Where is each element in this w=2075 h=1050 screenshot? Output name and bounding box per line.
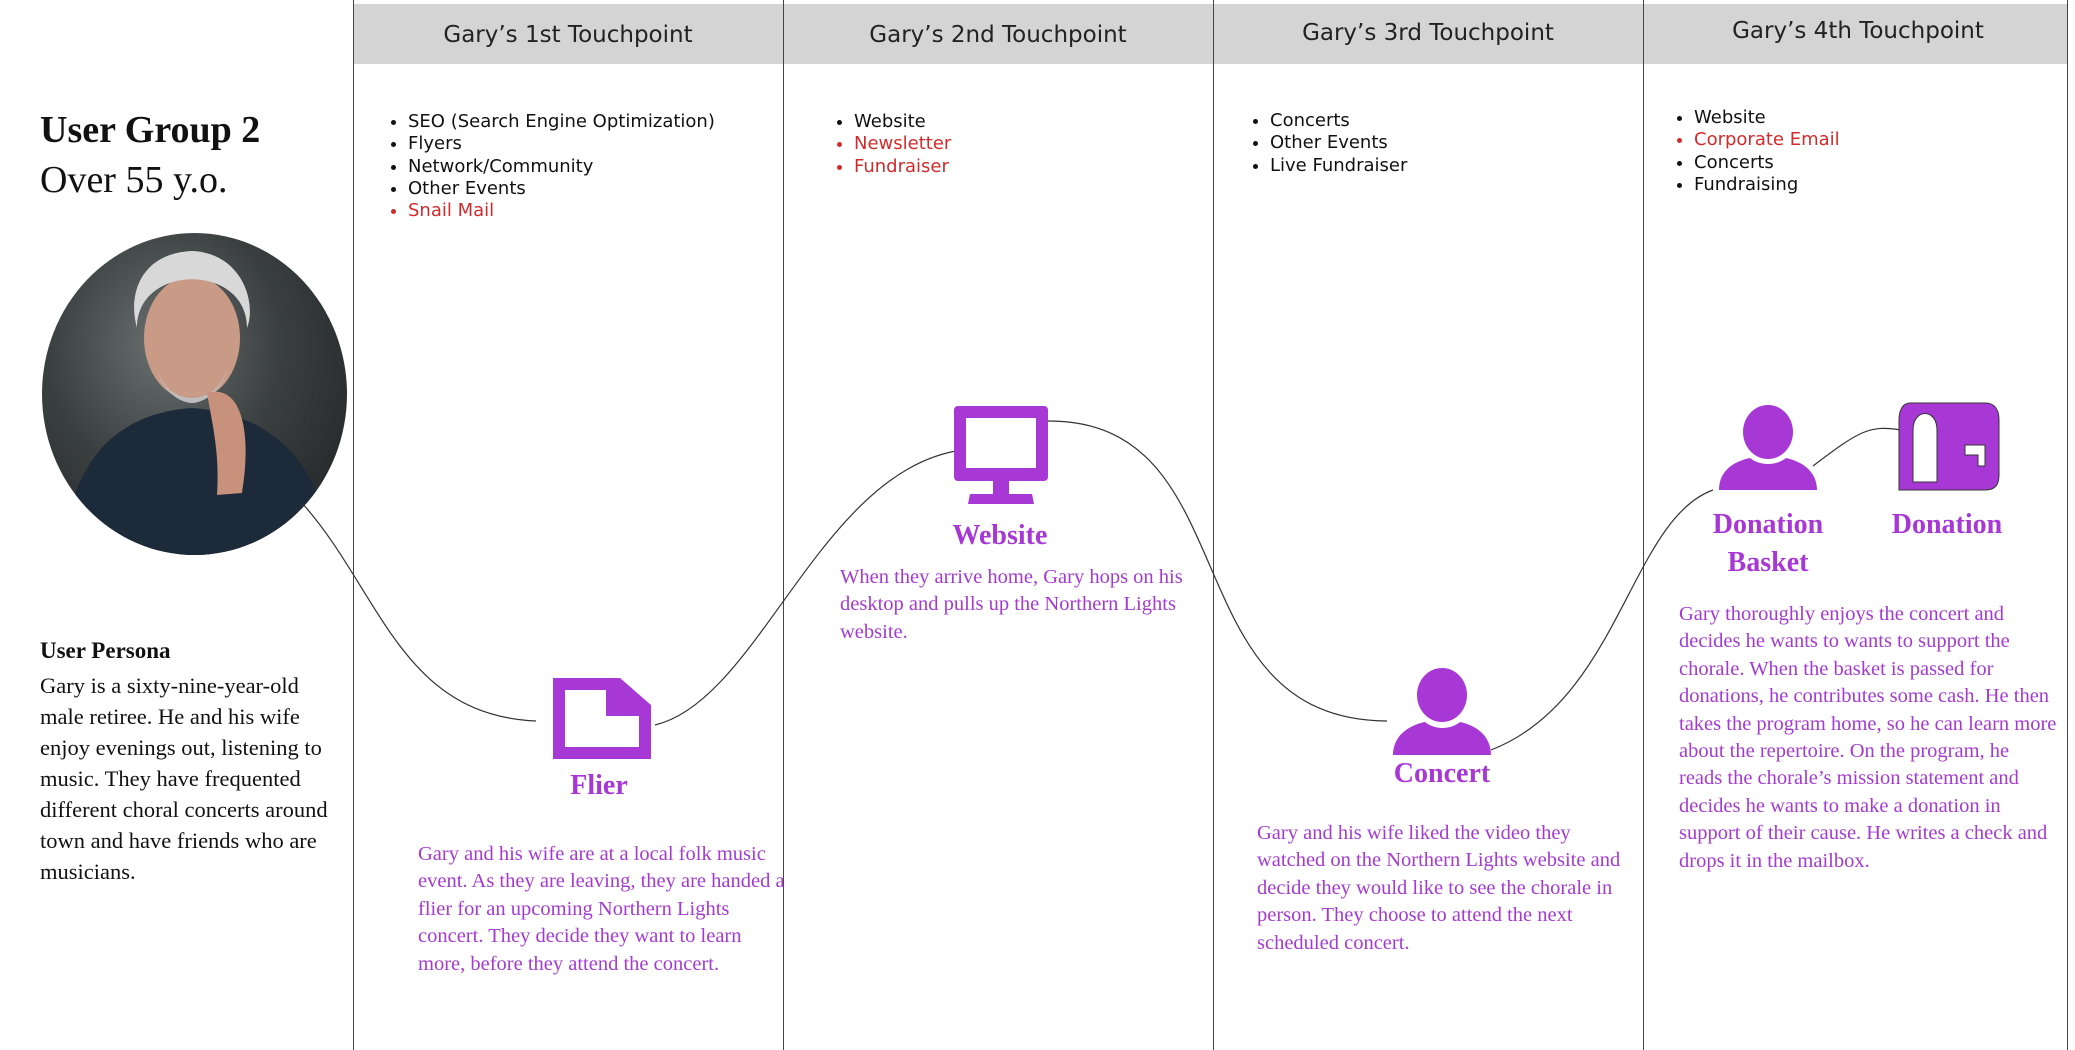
channel-item: Flyers	[408, 133, 715, 155]
user-group-title: User Group 2	[40, 109, 261, 151]
touchpoint-1-title: Gary’s 1st Touchpoint	[443, 22, 693, 48]
person-icon	[1719, 405, 1817, 490]
touchpoint-1-channels: SEO (Search Engine Optimization) Flyers …	[388, 111, 715, 222]
journey-connector	[1047, 420, 1388, 722]
column-divider	[353, 0, 354, 1050]
journey-connector	[654, 449, 963, 726]
channel-item: Website	[1694, 107, 1840, 129]
channel-item: Network/Community	[408, 156, 715, 178]
persona-title: User Persona	[40, 638, 171, 663]
channel-item: Other Events	[408, 178, 715, 200]
desktop-monitor-icon	[954, 406, 1048, 504]
persona-photo	[42, 233, 347, 555]
touchpoint-3-title: Gary’s 3rd Touchpoint	[1302, 20, 1554, 46]
touchpoint-4-channels: Website Corporate Email Concerts Fundrai…	[1674, 107, 1840, 196]
column-divider	[1213, 0, 1214, 1050]
column-divider	[2067, 0, 2068, 1050]
journey-connector	[301, 502, 537, 722]
column-divider	[783, 0, 784, 1050]
channel-item-highlighted: Newsletter	[854, 133, 951, 155]
journey-connector	[1490, 489, 1714, 751]
touchpoint-2-description: When they arrive home, Gary hops on his …	[840, 566, 1183, 643]
header-bar	[353, 4, 2067, 64]
channel-item: Fundraising	[1694, 174, 1840, 196]
user-group-subtitle: Over 55 y.o.	[40, 159, 228, 201]
journey-connector	[1812, 427, 1902, 467]
touchpoint-3-channels: Concerts Other Events Live Fundraiser	[1250, 110, 1407, 177]
channel-item-highlighted: Fundraiser	[854, 156, 951, 178]
touchpoint-2-label: Website	[952, 520, 1048, 551]
channel-item: Concerts	[1270, 110, 1407, 132]
channel-item: Website	[854, 111, 951, 133]
touchpoint-2-channels: Website Newsletter Fundraiser	[834, 111, 951, 178]
touchpoint-4-secondary-label: Donation	[1891, 509, 2003, 540]
channel-item-highlighted: Snail Mail	[408, 200, 715, 222]
persona-portrait-icon	[62, 251, 332, 555]
touchpoint-4-label: Donation Basket	[1712, 509, 1824, 578]
channel-item: Concerts	[1694, 152, 1840, 174]
document-icon	[553, 678, 651, 759]
channel-item-highlighted: Corporate Email	[1694, 129, 1840, 151]
touchpoint-1-label: Flier	[570, 770, 628, 801]
touchpoint-3-description: Gary and his wife liked the video they w…	[1257, 822, 1621, 954]
person-icon	[1393, 668, 1491, 755]
mailbox-icon	[1898, 402, 2000, 491]
channel-item: Other Events	[1270, 132, 1407, 154]
column-divider	[1643, 0, 1644, 1050]
touchpoint-2-title: Gary’s 2nd Touchpoint	[869, 22, 1127, 48]
touchpoint-4-description: Gary thoroughly enjoys the concert and d…	[1679, 603, 2057, 872]
touchpoint-4-title: Gary’s 4th Touchpoint	[1732, 18, 1984, 44]
persona-description: Gary is a sixty-nine-year-old male retir…	[40, 673, 328, 884]
touchpoint-1-description: Gary and his wife are at a local folk mu…	[418, 843, 785, 975]
channel-item: Live Fundraiser	[1270, 155, 1407, 177]
channel-item: SEO (Search Engine Optimization)	[408, 111, 715, 133]
touchpoint-3-label: Concert	[1393, 758, 1491, 789]
